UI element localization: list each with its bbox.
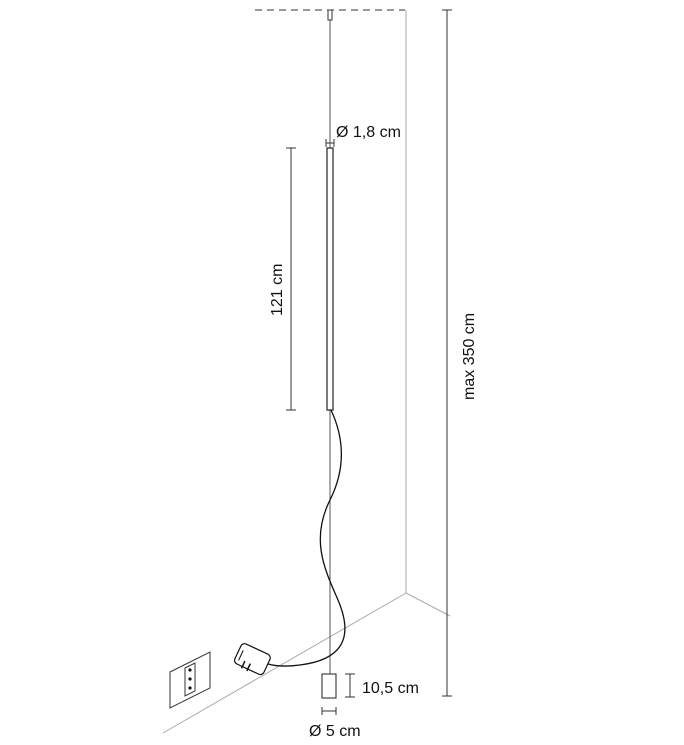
max-height-dim [442, 9, 452, 697]
tube-length-dim [286, 147, 296, 411]
base-height-dim [345, 673, 355, 698]
ceiling-anchor [327, 9, 333, 21]
floor-left-line [162, 592, 407, 734]
base-height-label: 10,5 cm [362, 680, 419, 697]
base-diameter-dim [321, 707, 337, 715]
tube-length-label: 121 cm [269, 263, 286, 316]
light-tube [326, 147, 334, 411]
base-weight [321, 673, 337, 699]
wall-outlet [169, 651, 211, 709]
power-cord [267, 409, 346, 667]
base-diameter-label: Ø 5 cm [309, 723, 361, 740]
power-adapter [233, 643, 271, 676]
tube-diameter-dim [325, 139, 335, 147]
max-height-label: max 350 cm [461, 312, 478, 400]
tube-diameter-label: Ø 1,8 cm [336, 124, 401, 141]
floor-right-line [405, 592, 451, 617]
